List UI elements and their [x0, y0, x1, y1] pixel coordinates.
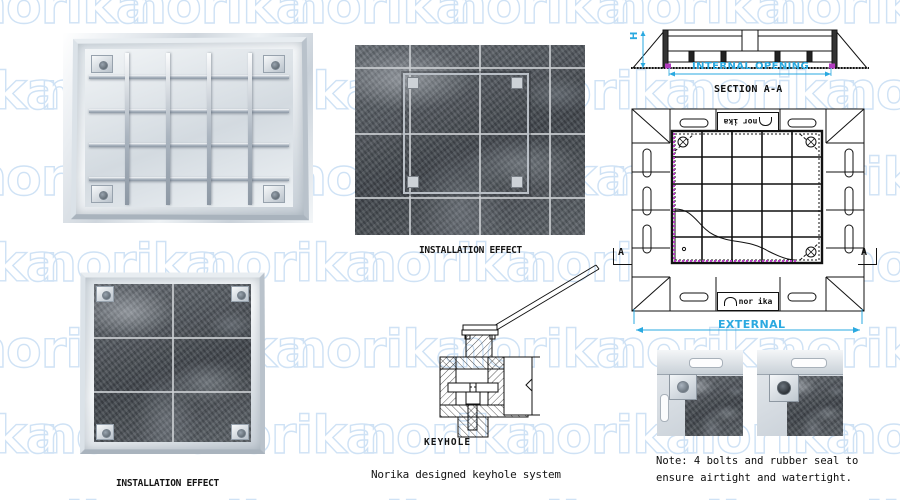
keyhole-plate [769, 374, 799, 402]
corner-bolt-plate [91, 185, 113, 203]
watermark-text: norika [449, 495, 631, 500]
corner-bolt-plate [263, 55, 285, 73]
corner-bolt-plate [231, 286, 249, 302]
bolts-seal-note-line-1: Note: 4 bolts and rubber seal to [656, 455, 859, 467]
side-lift-slot [660, 394, 669, 422]
bolt-head-icon [677, 381, 689, 393]
lift-slot [791, 358, 827, 368]
corner-bolt-plate [96, 286, 114, 302]
watermark-text: norika [0, 406, 62, 466]
watermark-text: norika [609, 495, 791, 500]
access-cover-outline [403, 73, 529, 194]
keyhole-system-caption: Norika designed keyhole system [371, 468, 561, 481]
norika-logo-top: nor ika [717, 112, 779, 131]
tile-filled-access-cover [80, 272, 265, 454]
corner-bolt-plate [96, 424, 114, 440]
section-marker-left: A [613, 247, 632, 265]
watermark-text: norika [129, 0, 311, 36]
norika-logo-bottom: nor ika [717, 292, 779, 311]
watermark-text: norika [129, 495, 311, 500]
corner-bolt-plate [91, 55, 113, 73]
keyhole-corner-detail [757, 350, 843, 436]
watermark-text: norika [769, 495, 900, 500]
lift-slot [689, 358, 723, 368]
section-marker-left-label: A [618, 247, 625, 258]
external-label: EXTERNAL [718, 318, 786, 331]
norika-logo-text-top: nor ika [723, 117, 758, 126]
watermark-text: norika [289, 495, 471, 500]
tiled-floor-caption: INSTALLATION EFFECT [419, 245, 522, 256]
galvanized-steel-access-cover-frame [63, 33, 313, 223]
watermark-text: norika [0, 0, 152, 36]
internal-opening-label: INTERNAL OPENING [692, 61, 810, 72]
external-dimension-line [634, 325, 862, 335]
watermark-text: norika [449, 0, 631, 36]
watermark-text: norika [0, 62, 62, 122]
cover-bolt [511, 176, 523, 188]
tile-filled-cover-caption: INSTALLATION EFFECT [116, 478, 219, 489]
norika-logo-text: nor ika [738, 297, 773, 306]
norika-arch-icon [759, 117, 773, 126]
cover-bolt [511, 77, 523, 89]
watermark-text: norika [289, 0, 471, 36]
keyhole-socket-icon [777, 381, 791, 395]
cover-bolt [407, 77, 419, 89]
bolts-seal-note-line-2: ensure airtight and watertight. [656, 472, 852, 484]
section-marker-right-label: A [861, 247, 868, 258]
corner-bolt-plate [263, 185, 285, 203]
section-a-a-drawing [625, 18, 875, 78]
cover-bolt [407, 176, 419, 188]
corner-bolt-plate [231, 424, 249, 440]
keyhole-detail-drawing [400, 255, 620, 440]
section-height-label: H [629, 31, 640, 40]
plan-view-drawing [628, 105, 868, 324]
keyhole-label: KEYHOLE [424, 437, 472, 448]
norika-arch-icon [723, 297, 737, 306]
section-a-a-title: SECTION A-A [714, 84, 783, 95]
watermark-text: norika [0, 495, 152, 500]
watermark-text: norika [0, 234, 62, 294]
section-marker-right: A [858, 247, 877, 265]
tiled-floor-installation [355, 45, 585, 235]
bolt-corner-detail [657, 350, 743, 436]
